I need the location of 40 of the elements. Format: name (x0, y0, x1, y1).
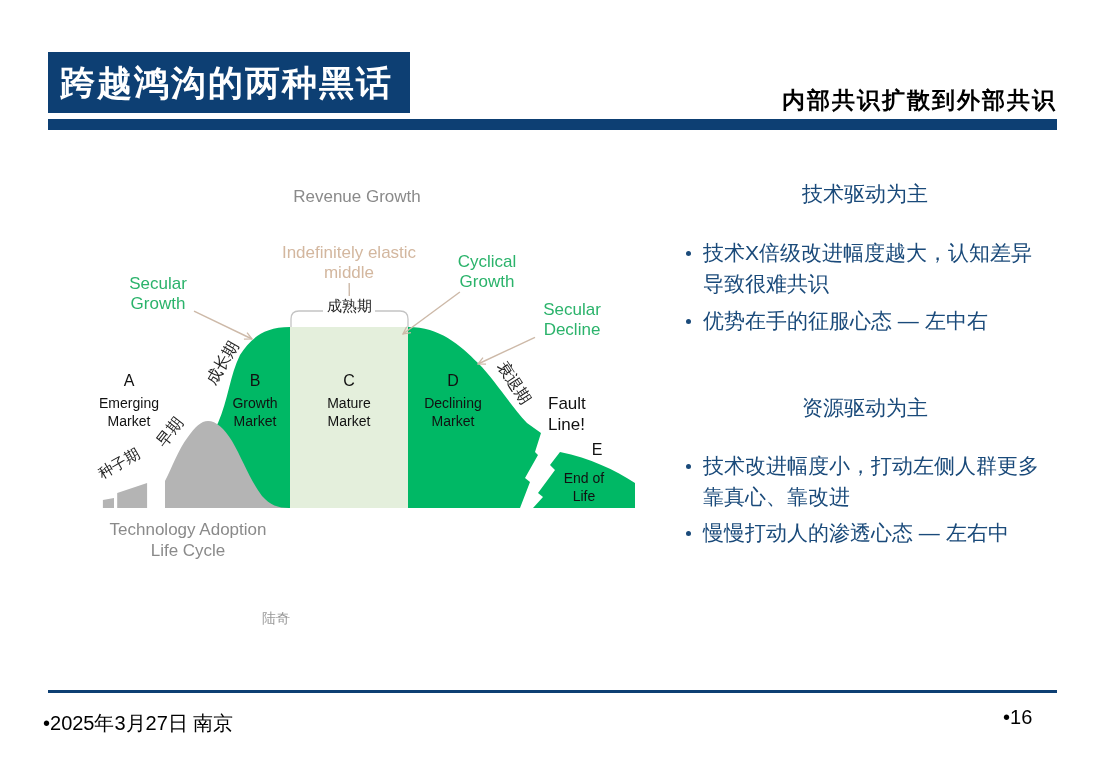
callout-label: Secular Decline (535, 300, 609, 340)
leader-line (348, 282, 350, 297)
chart-heading: Revenue Growth (292, 186, 422, 207)
stage-label: 种子期 (95, 445, 143, 481)
callout-label: Indefinitely elastic middle (269, 243, 429, 283)
slide-subtitle: 内部共识扩散到外部共识 (781, 87, 1057, 115)
bullet-item: 技术改进幅度小，打动左侧人群更多靠真心、靠改进 (680, 450, 1045, 512)
region-label: Mature Market (326, 394, 372, 430)
source-credit: 陆奇 (262, 609, 290, 627)
leader-arrow (402, 291, 461, 335)
leader-arrow (477, 336, 536, 365)
region-letter: A (122, 371, 136, 390)
bullet-item: 技术X倍级改进幅度越大，认知差异导致很难共识 (680, 237, 1045, 299)
section-heading: 资源驱动为主 (801, 395, 929, 420)
fault-line-label: Fault Line! (548, 393, 587, 435)
region-letter: B (248, 371, 262, 390)
seed-stage-bars (102, 482, 148, 508)
bracket-label: 成熟期 (323, 296, 375, 315)
leader-arrow (193, 310, 253, 340)
region-letter: E (590, 440, 604, 459)
callout-label: Cyclical Growth (450, 252, 524, 292)
stage-label: 衰退期 (494, 358, 534, 408)
chart-caption: Technology Adoption Life Cycle (108, 519, 268, 561)
stage-label: 成长期 (204, 338, 242, 388)
callout-label: Secular Growth (122, 274, 194, 314)
end-of-life-region (533, 440, 635, 508)
region-label: Growth Market (231, 394, 279, 430)
section-heading: 技术驱动为主 (801, 181, 929, 206)
bracket (290, 296, 409, 327)
page-number: •16 (1003, 705, 1033, 729)
bullet-item: 慢慢打动人的渗透心态 — 左右中 (680, 517, 1045, 548)
region-label: End of Life (562, 469, 606, 505)
footer-date: •2025年3月27日 南京 (43, 711, 234, 735)
mature-region (290, 327, 408, 508)
region-letter: D (446, 371, 460, 390)
region-label: Declining Market (423, 394, 483, 430)
region-letter: C (342, 371, 356, 390)
bullet-item: 优势在手的征服心态 — 左中右 (680, 305, 1045, 336)
slide-title: 跨越鸿沟的两种黑话 (48, 52, 410, 113)
declining-region (408, 327, 542, 508)
